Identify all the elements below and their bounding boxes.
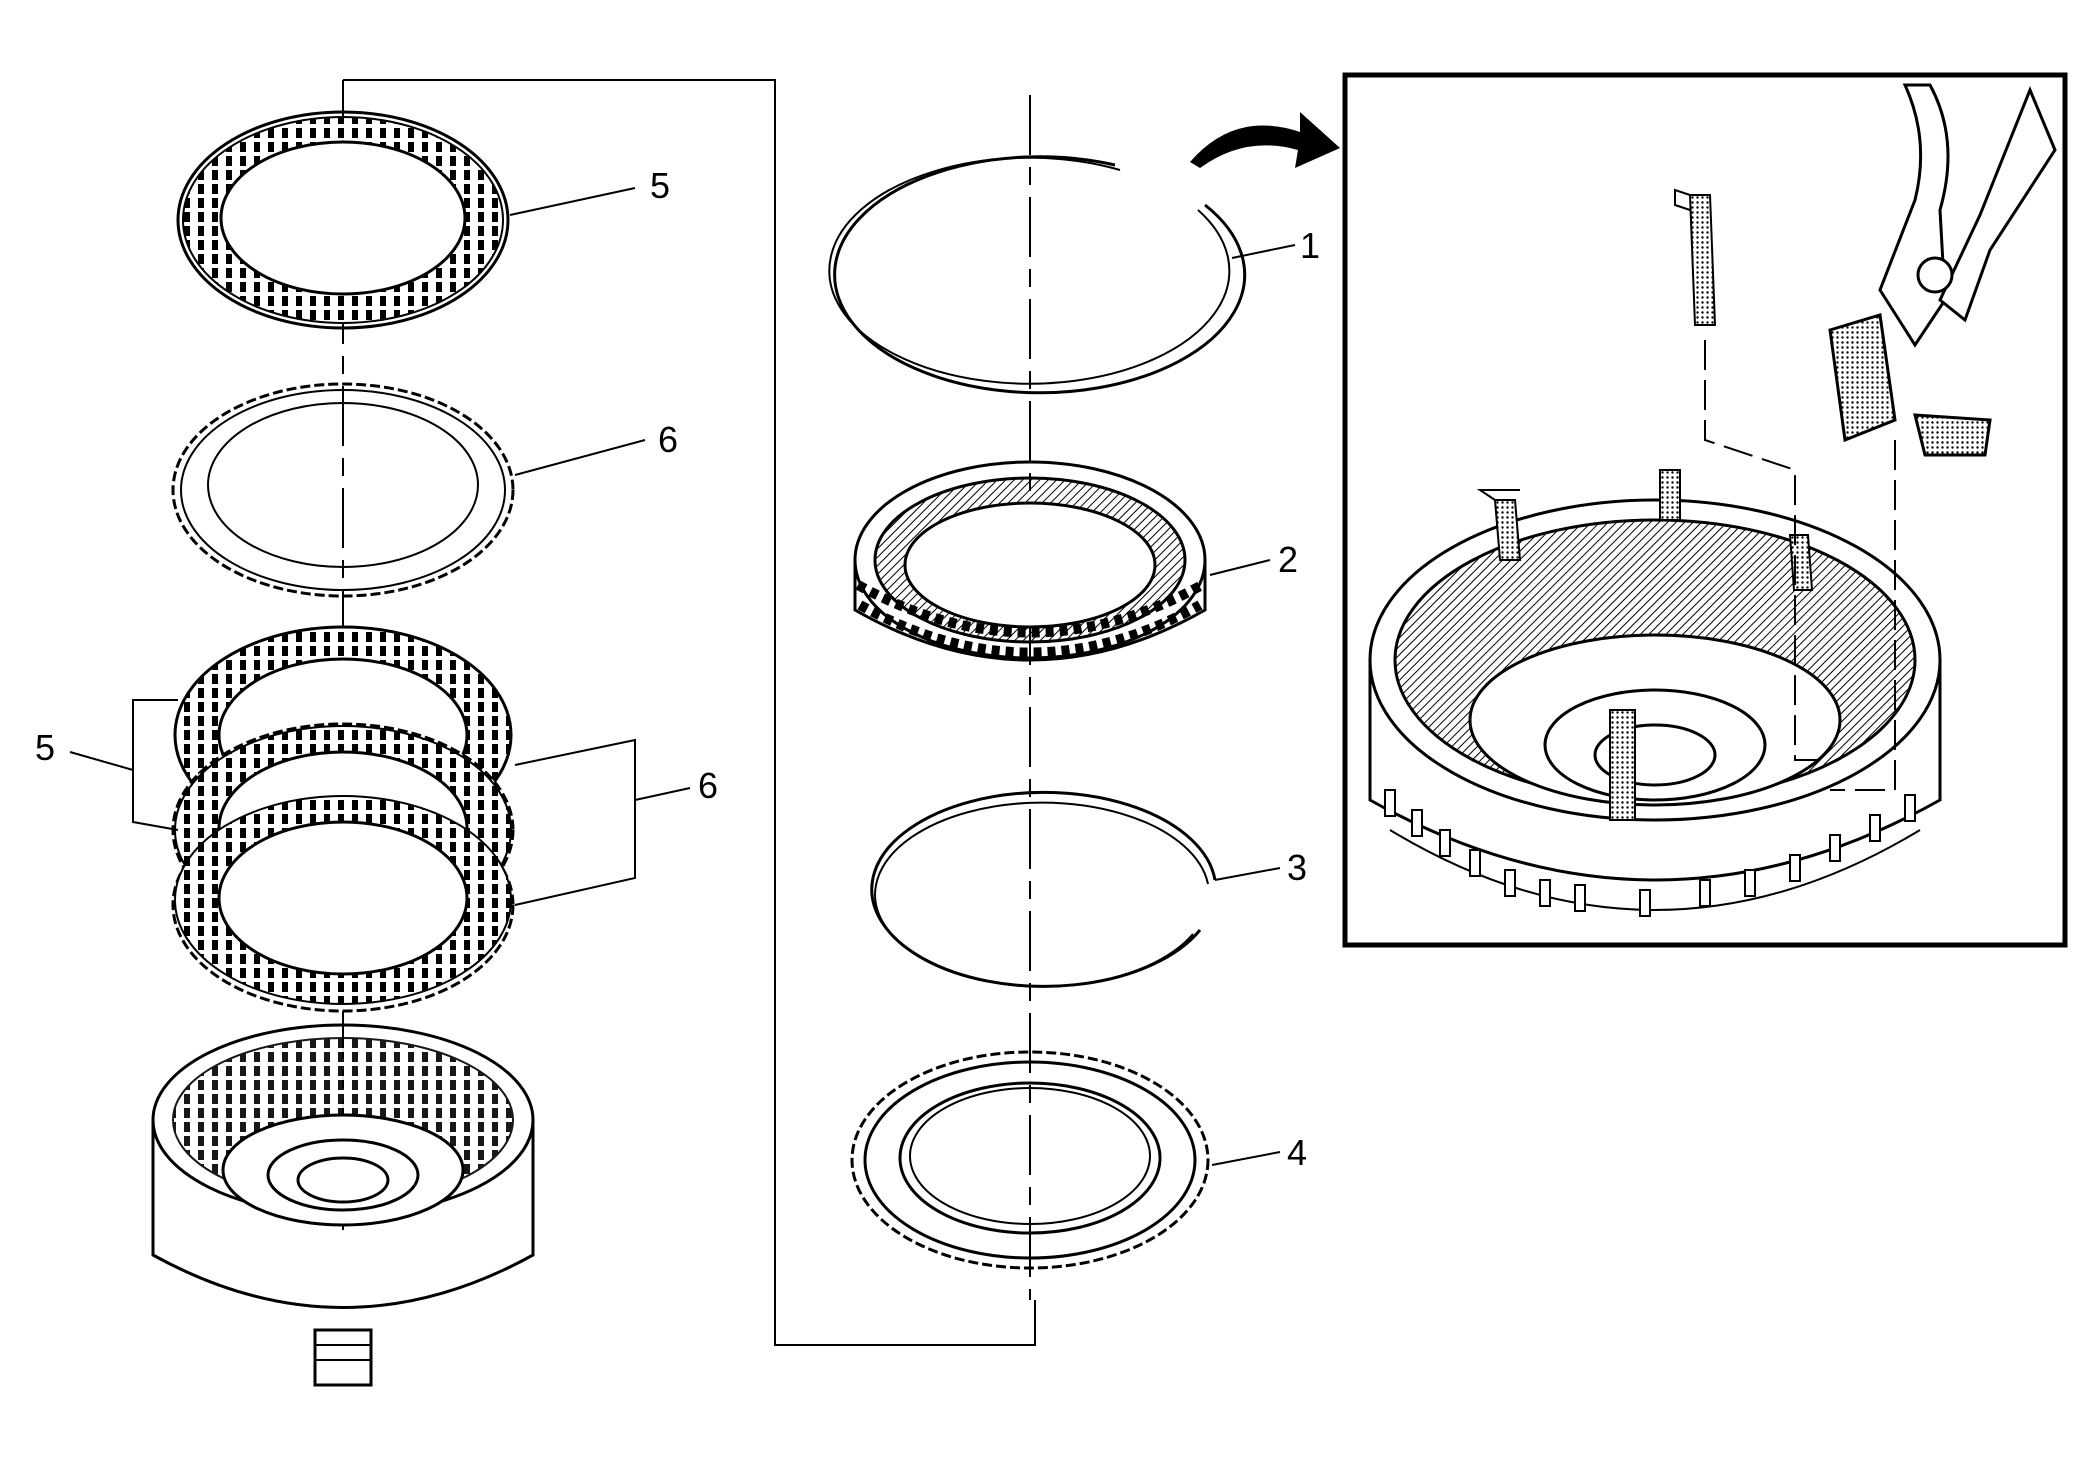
clutch-housing	[151, 1023, 535, 1387]
inset-leader-right	[1830, 440, 1896, 791]
steel-plate-top	[171, 382, 515, 598]
bracket-6-right	[514, 738, 636, 906]
callout-3: 3	[1287, 847, 1307, 888]
leader-1	[1231, 244, 1296, 259]
callout-5-top: 5	[650, 165, 670, 206]
callout-2: 2	[1278, 539, 1298, 580]
callout-5-left: 5	[35, 727, 55, 768]
leader-2	[1209, 559, 1271, 576]
bracket-5-left	[132, 699, 179, 831]
leader-6-top	[514, 439, 646, 476]
callout-1: 1	[1300, 225, 1320, 266]
snap-ring-3	[870, 790, 1217, 988]
inset-detail	[1342, 72, 2068, 948]
snap-ring-pliers-icon	[1828, 83, 2057, 457]
arrow-icon	[1190, 112, 1340, 168]
callout-6-top: 6	[658, 419, 678, 460]
callout-6-right: 6	[698, 765, 718, 806]
snap-ring-1	[828, 155, 1247, 395]
backing-plate-4	[850, 1050, 1210, 1270]
leader-4	[1211, 1151, 1281, 1166]
plate-stack	[171, 625, 515, 1013]
leader-5-top	[509, 187, 636, 216]
ring-gear-2	[853, 460, 1207, 662]
connector-line	[343, 79, 1036, 1346]
leader-3	[1214, 867, 1281, 881]
leader-5-left	[69, 751, 134, 771]
inset-leader-left	[1704, 340, 1830, 761]
leader-6-right	[634, 787, 691, 801]
friction-plate-top	[176, 110, 510, 330]
callout-4: 4	[1287, 1132, 1307, 1173]
